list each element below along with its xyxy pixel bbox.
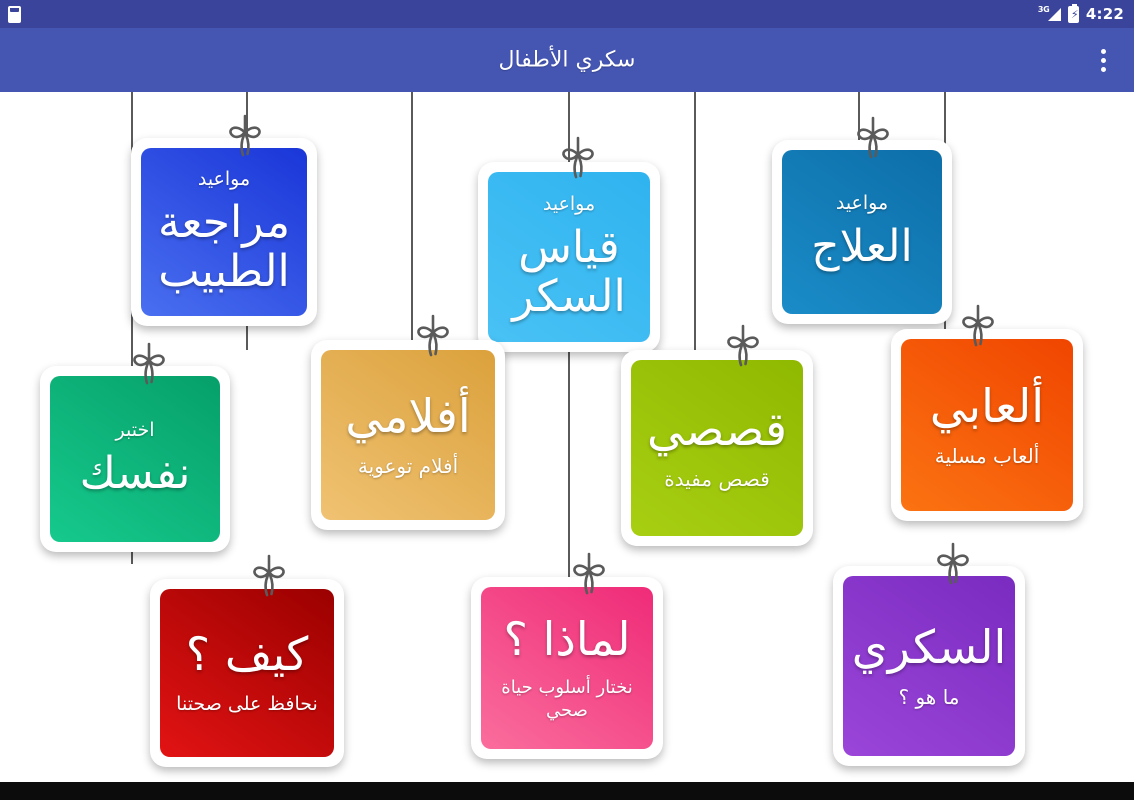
menu-card-what-is-diabetes[interactable]: السكري ما هو ؟: [833, 566, 1025, 766]
card-subtitle: ما هو ؟: [898, 685, 960, 710]
card-title: نفسك: [79, 448, 191, 500]
menu-card-test-yourself[interactable]: نفسك اختبر: [40, 366, 230, 552]
hanging-string: [411, 92, 413, 346]
card-subtitle: أفلام توعوية: [357, 454, 459, 479]
status-clock: 4:22: [1085, 5, 1124, 23]
menu-card-how-health[interactable]: كيف ؟ نحافظ على صحتنا: [150, 579, 344, 767]
card-frame: كيف ؟ نحافظ على صحتنا: [150, 579, 344, 767]
card-subtitle: ألعاب مسلية: [934, 444, 1040, 469]
card-subtitle: مواعيد: [542, 192, 596, 215]
signal-bars-icon: 3G: [1037, 5, 1061, 22]
card-frame: نفسك اختبر: [40, 366, 230, 552]
card-face: السكري ما هو ؟: [843, 576, 1015, 756]
card-subtitle: قصص مفيدة: [664, 467, 770, 492]
hanging-string: [858, 92, 860, 140]
card-title: ألعابي: [929, 378, 1045, 433]
status-bar-right: 3G ⚡ 4:22: [1037, 3, 1124, 23]
card-face: قياس السكر مواعيد: [488, 172, 650, 342]
card-face: كيف ؟ نحافظ على صحتنا: [160, 589, 334, 757]
menu-card-my-stories[interactable]: قصصي قصص مفيدة: [621, 350, 813, 546]
card-subtitle: نحافظ على صحتنا: [176, 692, 318, 715]
card-frame: لماذا ؟ نختار أسلوب حياة صحي: [471, 577, 663, 759]
hanging-string: [131, 92, 133, 564]
card-title: العلاج: [811, 221, 913, 273]
page-title: سكري الأطفال: [498, 47, 636, 73]
menu-card-treatment-times[interactable]: العلاج مواعيد: [772, 140, 952, 324]
sd-card-icon: [8, 5, 21, 23]
menu-card-my-games[interactable]: ألعابي ألعاب مسلية: [891, 329, 1083, 521]
app-bar: سكري الأطفال: [0, 28, 1134, 92]
card-title: لماذا ؟: [503, 611, 631, 666]
card-title: أفلامي: [345, 388, 471, 443]
card-face: أفلامي أفلام توعوية: [321, 350, 495, 520]
card-title: قياس السكر: [512, 221, 626, 322]
card-title: كيف ؟: [185, 627, 309, 682]
menu-card-doctor-review[interactable]: مراجعة الطبيب مواعيد: [131, 138, 317, 326]
card-face: قصصي قصص مفيدة: [631, 360, 803, 536]
card-subtitle: مواعيد: [835, 192, 889, 215]
status-bar: 3G ⚡ 4:22: [0, 0, 1134, 28]
overflow-menu-icon[interactable]: [1086, 40, 1120, 80]
card-frame: قياس السكر مواعيد: [478, 162, 660, 352]
card-frame: قصصي قصص مفيدة: [621, 350, 813, 546]
card-face: العلاج مواعيد: [782, 150, 942, 314]
card-title: قصصي: [646, 401, 788, 456]
status-bar-left: [8, 5, 21, 23]
menu-card-why-healthy-life[interactable]: لماذا ؟ نختار أسلوب حياة صحي: [471, 577, 663, 759]
card-frame: السكري ما هو ؟: [833, 566, 1025, 766]
card-title: السكري: [851, 619, 1007, 674]
navigation-bar: [0, 782, 1134, 800]
card-subtitle: مواعيد: [197, 167, 251, 190]
card-face: نفسك اختبر: [50, 376, 220, 542]
card-frame: العلاج مواعيد: [772, 140, 952, 324]
battery-charging-icon: ⚡: [1067, 3, 1079, 23]
menu-card-sugar-measure[interactable]: قياس السكر مواعيد: [478, 162, 660, 352]
card-face: ألعابي ألعاب مسلية: [901, 339, 1073, 511]
card-subtitle: نختار أسلوب حياة صحي: [501, 677, 633, 721]
hanging-string: [694, 92, 696, 352]
card-face: مراجعة الطبيب مواعيد: [141, 148, 307, 316]
card-face: لماذا ؟ نختار أسلوب حياة صحي: [481, 587, 653, 749]
card-frame: ألعابي ألعاب مسلية: [891, 329, 1083, 521]
card-frame: أفلامي أفلام توعوية: [311, 340, 505, 530]
card-frame: مراجعة الطبيب مواعيد: [131, 138, 317, 326]
network-type-label: 3G: [1037, 5, 1050, 14]
card-subtitle: اختبر: [115, 419, 155, 442]
menu-card-my-films[interactable]: أفلامي أفلام توعوية: [311, 340, 505, 530]
card-title: مراجعة الطبيب: [157, 196, 291, 297]
